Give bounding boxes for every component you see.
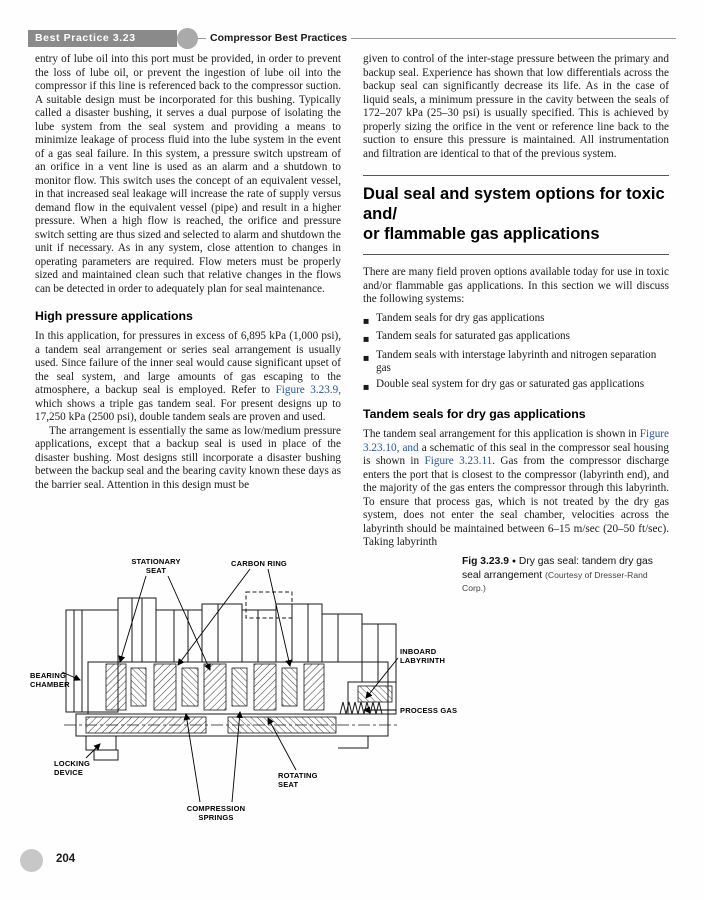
text-run: In this application, for pressures in ex… <box>35 330 341 396</box>
figure-3-23-10-link[interactable]: Figure 3.23.10, and <box>363 428 669 454</box>
figure-caption-text: Dry gas seal: tandem dry gas seal arrang… <box>462 556 653 581</box>
figure-caption-label: Fig 3.23.9 <box>462 556 509 567</box>
seal-cartridges-hatched <box>85 663 393 734</box>
list-item-double-seal-system: ■ Double seal system for dry gas or satur… <box>363 378 669 395</box>
label-compression-springs: COMPRESSION <box>187 804 245 813</box>
section-heading-block: Dual seal and system options for toxic a… <box>363 175 669 255</box>
bullet-square-icon: ■ <box>363 382 370 391</box>
list-item-tandem-dry-gas: ■ Tandem seals for dry gas applications <box>363 312 669 329</box>
text-run: . Gas from the compressor discharge ente… <box>363 455 669 548</box>
paragraph-field-proven-options: There are many field proven options avai… <box>363 266 669 305</box>
label-rotating-seat-line2: SEAT <box>278 780 298 789</box>
right-column: given to control of the inter-stage pres… <box>363 53 669 550</box>
running-head-title: Compressor Best Practices <box>206 31 352 45</box>
paragraph-lube-oil: entry of lube oil into this port must be… <box>35 53 341 295</box>
label-bearing-chamber-line2: CHAMBER <box>30 680 70 689</box>
label-bearing-chamber: BEARING <box>30 671 66 680</box>
tandem-dry-gas-seal-diagram: STATIONARY SEAT CARBON RING INBOARD LABY… <box>30 557 457 822</box>
label-process-gas: PROCESS GAS <box>400 706 457 715</box>
casing-outline <box>65 591 397 761</box>
systems-list: ■ Tandem seals for dry gas applications ■… <box>363 312 669 395</box>
text-run: a schematic of this seal in the compress… <box>363 441 669 468</box>
label-locking-device: LOCKING <box>54 759 90 768</box>
figure-labels: STATIONARY SEAT CARBON RING INBOARD LABY… <box>30 557 457 822</box>
list-item-tandem-saturated-gas: ■ Tandem seals for saturated gas applicat… <box>363 330 669 347</box>
page-number: 204 <box>56 853 76 865</box>
label-stationary-seat: STATIONARY <box>131 557 180 566</box>
label-carbon-ring: CARBON RING <box>231 559 287 568</box>
figure-caption: Fig 3.23.9 ● Dry gas seal: tandem dry ga… <box>462 556 666 596</box>
label-compression-springs-line2: SPRINGS <box>198 813 233 822</box>
label-inboard-labyrinth: INBOARD <box>400 647 437 656</box>
figure-3-23-9-link[interactable]: Figure 3.23.9, <box>275 384 341 396</box>
footer-circle-decoration <box>20 849 43 872</box>
caption-bullet-icon: ● <box>511 558 517 565</box>
left-column: entry of lube oil into this port must be… <box>35 53 341 492</box>
label-stationary-seat-line2: SEAT <box>146 566 166 575</box>
heading-high-pressure-applications: High pressure applications <box>35 309 193 323</box>
label-inboard-labyrinth-line2: LABYRINTH <box>400 656 445 665</box>
paragraph-high-pressure-2: The arrangement is essentially the same … <box>35 424 341 491</box>
label-locking-device-line2: DEVICE <box>54 768 83 777</box>
section-heading-line2: or flammable gas applications <box>363 225 600 243</box>
list-item-label: Tandem seals with interstage labyrinth a… <box>376 348 657 375</box>
figure-caption-courtesy: (Courtesy of Dresser-Rand Corp.) <box>462 569 648 594</box>
bullet-square-icon: ■ <box>363 335 370 343</box>
label-rotating-seat: ROTATING <box>278 771 318 780</box>
paragraph-interstage-pressure: given to control of the inter-stage pres… <box>363 53 669 160</box>
best-practice-badge: Best Practice 3.23 <box>28 30 177 47</box>
bullet-square-icon: ■ <box>363 353 370 362</box>
paragraph-high-pressure-1: In this application, for pressures in ex… <box>35 330 341 425</box>
list-item-label: Double seal system for dry gas or satura… <box>376 377 645 390</box>
figure-3-23-11-link[interactable]: Figure 3.23.11 <box>424 455 493 467</box>
paragraph-tandem-dry-gas: The tandem seal arrangement for this app… <box>363 428 669 550</box>
heading-tandem-seals-dry-gas: Tandem seals for dry gas applications <box>363 407 586 421</box>
section-heading-line1: Dual seal and system options for toxic a… <box>363 185 665 223</box>
list-item-label: Tandem seals for saturated gas applicati… <box>376 330 570 342</box>
bullet-square-icon: ■ <box>363 316 370 325</box>
text-run: The tandem seal arrangement for this app… <box>363 428 640 440</box>
text-run: which shows a triple gas tandem seal. Fo… <box>35 397 341 424</box>
leader-lines <box>61 568 399 803</box>
list-item-label: Tandem seals for dry gas applications <box>376 311 545 324</box>
list-item-tandem-interstage-labyrinth: ■ Tandem seals with interstage labyrinth … <box>363 349 669 376</box>
section-heading-dual-seal: Dual seal and system options for toxic a… <box>363 184 669 244</box>
figure-3-23-9: STATIONARY SEAT CARBON RING INBOARD LABY… <box>28 552 458 852</box>
header-rule <box>176 38 676 39</box>
header-circle-decoration <box>177 28 198 49</box>
